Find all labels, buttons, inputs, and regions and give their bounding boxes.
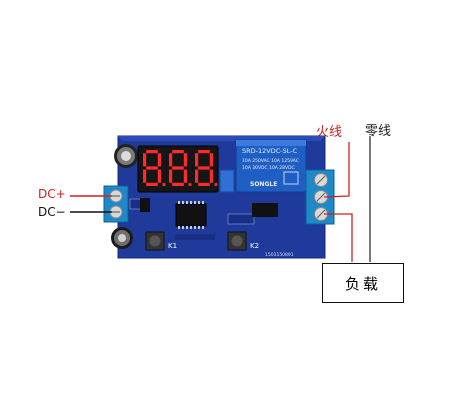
display-segment — [198, 166, 210, 170]
ic-pin — [194, 226, 196, 229]
dc-minus-label: DC− — [38, 205, 66, 219]
button-k1: K1 — [145, 231, 177, 251]
relay-rating-line-1: 10A 250VAC 10A 125VAC — [242, 158, 299, 164]
ic-pin — [178, 226, 180, 229]
smd-component — [140, 198, 150, 212]
ic-chip — [175, 201, 207, 229]
relay-rating-line-2: 10A 30VDC 10A 28VDC — [242, 165, 295, 171]
transistor-chip — [252, 203, 278, 217]
ic-pin — [186, 201, 188, 204]
display-decimal-point — [188, 182, 192, 187]
display-segment — [169, 169, 173, 183]
display-segment — [157, 169, 161, 183]
ic-pin — [190, 201, 192, 204]
capacitor-bottom — [111, 227, 133, 249]
display-segment — [172, 150, 184, 154]
ic-pin — [202, 226, 204, 229]
display-segment — [172, 166, 184, 170]
neutral-wire-label: 零线 — [365, 124, 392, 139]
display-segment — [146, 166, 158, 170]
relay: SRD-12VDC-SL-C 10A 250VAC 10A 125VAC 10A… — [235, 139, 307, 193]
dc-terminal-block — [103, 185, 129, 223]
ic-pin — [198, 201, 200, 204]
indicator-block — [219, 169, 235, 193]
button-k1-label: K1 — [168, 242, 177, 250]
display-segment — [169, 153, 173, 167]
ic-pin — [182, 226, 184, 229]
display-segment — [146, 150, 158, 154]
display-segment — [146, 182, 158, 186]
display-segment — [143, 169, 147, 183]
relay-brand-text: SONGLE — [250, 181, 277, 188]
relay-model-text: SRD-12VDC-SL-C — [242, 147, 298, 155]
load-box: 负载 — [322, 263, 404, 303]
display-segment — [209, 169, 213, 183]
ic-pin — [194, 201, 196, 204]
display-segment — [209, 153, 213, 167]
display-segment — [195, 153, 199, 167]
live-wire-label: 火线 — [316, 125, 343, 140]
display-segment — [198, 150, 210, 154]
display-segment — [183, 169, 187, 183]
display-segment — [157, 153, 161, 167]
display-segment — [198, 182, 210, 186]
live-wire-in — [323, 142, 350, 198]
load-label: 负载 — [344, 274, 381, 293]
display-segment — [183, 153, 187, 167]
display-decimal-point — [162, 182, 166, 187]
ic-pin — [202, 201, 204, 204]
display-segment — [172, 182, 184, 186]
display-segment — [143, 153, 147, 167]
capacitor-top — [114, 144, 138, 168]
board-code-text: 1503150891 — [265, 252, 294, 258]
button-k2: K2 — [227, 231, 259, 251]
ic-pin — [178, 201, 180, 204]
button-k2-label: K2 — [250, 242, 259, 250]
ic-pin — [190, 226, 192, 229]
display-segment — [195, 169, 199, 183]
ic-pin — [182, 201, 184, 204]
dc-plus-label: DC+ — [38, 187, 66, 201]
ic-pin — [198, 226, 200, 229]
ic-pin — [186, 226, 188, 229]
display-decimal-point — [214, 182, 218, 187]
live-wire-out — [324, 213, 353, 262]
seven-segment-display — [137, 145, 219, 193]
